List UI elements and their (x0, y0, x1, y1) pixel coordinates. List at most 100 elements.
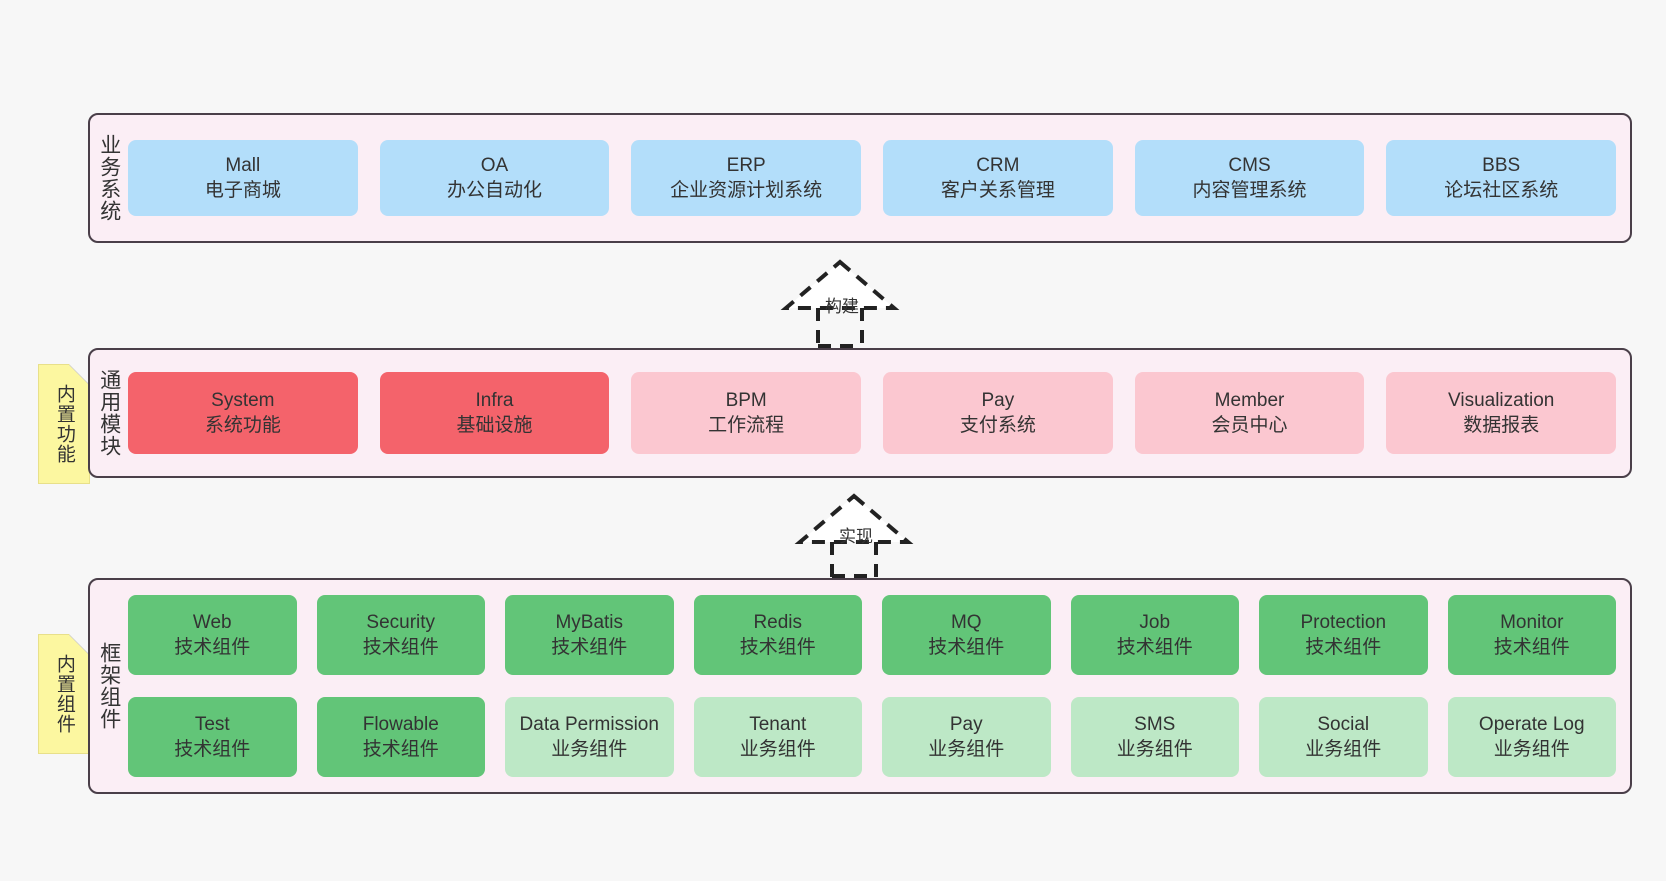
card-web-name: Web (192, 611, 232, 633)
card-mall[interactable]: Mall 电子商城 (128, 140, 358, 216)
card-mybatis-desc: 技术组件 (551, 637, 628, 658)
card-tenant-desc: 业务组件 (739, 739, 816, 760)
card-pay-component-name: Pay (949, 713, 983, 735)
card-monitor-name: Monitor (1500, 611, 1564, 633)
card-mq-name: MQ (950, 611, 982, 633)
card-flowable[interactable]: Flowable 技术组件 (316, 697, 485, 777)
card-security[interactable]: Security 技术组件 (316, 595, 485, 675)
card-social-name: Social (1317, 713, 1370, 735)
framework-tech-row: Web 技术组件 Security 技术组件 MyBatis 技术组件 Redi… (128, 595, 1616, 675)
layer-common-body: System 系统功能 Infra 基础设施 BPM 工作流程 Pay 支付系统… (128, 350, 1630, 476)
card-test[interactable]: Test 技术组件 (128, 697, 297, 777)
card-tenant-name: Tenant (749, 713, 807, 735)
card-operate-log[interactable]: Operate Log 业务组件 (1447, 697, 1616, 777)
card-data-permission[interactable]: Data Permission 业务组件 (505, 697, 674, 777)
card-infra-desc: 基础设施 (456, 415, 533, 436)
card-visualization[interactable]: Visualization 数据报表 (1386, 372, 1617, 454)
layer-business-system[interactable]: 业务系统 Mall 电子商城 OA 办公自动化 ERP 企业资源计划系统 CRM (88, 113, 1632, 243)
card-monitor-desc: 技术组件 (1493, 637, 1570, 658)
card-sms-desc: 业务组件 (1116, 739, 1193, 760)
card-member-desc: 会员中心 (1211, 415, 1288, 436)
card-mq[interactable]: MQ 技术组件 (882, 595, 1051, 675)
card-sms-name: SMS (1134, 713, 1176, 735)
card-erp[interactable]: ERP 企业资源计划系统 (631, 140, 862, 216)
card-erp-desc: 企业资源计划系统 (670, 180, 823, 201)
layer-framework-title: 框架组件 (97, 642, 121, 730)
card-system-desc: 系统功能 (204, 415, 281, 436)
card-oa[interactable]: OA 办公自动化 (379, 140, 610, 216)
card-visualization-desc: 数据报表 (1463, 415, 1540, 436)
card-mall-desc: 电子商城 (204, 180, 281, 201)
card-pay-module-desc: 支付系统 (959, 415, 1036, 436)
card-mybatis-name: MyBatis (555, 611, 624, 633)
arrow-head-build (780, 259, 900, 310)
card-test-desc: 技术组件 (174, 739, 251, 760)
note-builtin-function-label: 内置功能 (53, 384, 75, 464)
card-web-desc: 技术组件 (174, 637, 251, 658)
note-builtin-component[interactable]: 内置组件 (38, 634, 90, 754)
card-monitor[interactable]: Monitor 技术组件 (1447, 595, 1616, 675)
connector-build: 构建 (744, 256, 936, 348)
card-oa-name: OA (480, 154, 509, 176)
card-pay-module-name: Pay (981, 389, 1015, 411)
card-job-desc: 技术组件 (1116, 637, 1193, 658)
card-cms-desc: 内容管理系统 (1192, 180, 1307, 201)
common-card-row: System 系统功能 Infra 基础设施 BPM 工作流程 Pay 支付系统… (128, 372, 1617, 454)
card-system[interactable]: System 系统功能 (128, 372, 358, 454)
card-mybatis[interactable]: MyBatis 技术组件 (505, 595, 674, 675)
card-sms[interactable]: SMS 业务组件 (1070, 697, 1239, 777)
card-web[interactable]: Web 技术组件 (128, 595, 297, 675)
card-system-name: System (211, 389, 275, 411)
card-flowable-name: Flowable (362, 713, 439, 735)
layer-framework-component[interactable]: 框架组件 Web 技术组件 Security 技术组件 MyBatis 技术组件… (88, 578, 1632, 794)
card-infra[interactable]: Infra 基础设施 (379, 372, 610, 454)
card-security-name: Security (366, 611, 436, 633)
card-crm-name: CRM (976, 154, 1020, 176)
layer-business-title: 业务系统 (97, 134, 121, 222)
card-cms[interactable]: CMS 内容管理系统 (1134, 140, 1365, 216)
card-bbs-desc: 论坛社区系统 (1444, 180, 1559, 201)
card-data-permission-name: Data Permission (519, 713, 659, 735)
card-member[interactable]: Member 会员中心 (1134, 372, 1365, 454)
card-pay-component-desc: 业务组件 (928, 739, 1005, 760)
card-infra-name: Infra (475, 389, 514, 411)
connector-implement-label: 实现 (839, 527, 873, 546)
card-crm[interactable]: CRM 客户关系管理 (883, 140, 1113, 216)
card-pay-module[interactable]: Pay 支付系统 (883, 372, 1113, 454)
card-job[interactable]: Job 技术组件 (1070, 595, 1239, 675)
note-builtin-component-label: 内置组件 (53, 654, 75, 734)
card-bpm-name: BPM (725, 389, 767, 411)
card-operate-log-name: Operate Log (1478, 713, 1585, 735)
card-tenant[interactable]: Tenant 业务组件 (693, 697, 862, 777)
card-mq-desc: 技术组件 (928, 637, 1005, 658)
layer-framework-body: Web 技术组件 Security 技术组件 MyBatis 技术组件 Redi… (128, 580, 1630, 792)
card-pay-component[interactable]: Pay 业务组件 (882, 697, 1051, 777)
card-bpm-desc: 工作流程 (708, 415, 785, 436)
card-oa-desc: 办公自动化 (447, 180, 543, 201)
card-cms-name: CMS (1228, 154, 1271, 176)
card-redis-name: Redis (753, 611, 803, 633)
note-builtin-function[interactable]: 内置功能 (38, 364, 90, 484)
card-data-permission-desc: 业务组件 (551, 739, 628, 760)
framework-biz-row: Test 技术组件 Flowable 技术组件 Data Permission … (128, 697, 1616, 777)
layer-business-body: Mall 电子商城 OA 办公自动化 ERP 企业资源计划系统 CRM 客户关系… (128, 115, 1630, 241)
arrow-head-implement (794, 493, 914, 544)
card-social[interactable]: Social 业务组件 (1259, 697, 1428, 777)
card-crm-desc: 客户关系管理 (940, 180, 1055, 201)
card-test-name: Test (194, 713, 230, 735)
card-protection-name: Protection (1300, 611, 1387, 633)
card-mall-name: Mall (225, 154, 261, 176)
card-bpm[interactable]: BPM 工作流程 (631, 372, 862, 454)
connector-implement: 实现 (758, 490, 950, 578)
business-card-row: Mall 电子商城 OA 办公自动化 ERP 企业资源计划系统 CRM 客户关系… (128, 140, 1617, 216)
card-bbs[interactable]: BBS 论坛社区系统 (1386, 140, 1617, 216)
card-flowable-desc: 技术组件 (362, 739, 439, 760)
card-protection-desc: 技术组件 (1305, 637, 1382, 658)
card-member-name: Member (1214, 389, 1285, 411)
card-social-desc: 业务组件 (1305, 739, 1382, 760)
card-protection[interactable]: Protection 技术组件 (1259, 595, 1428, 675)
layer-common-module[interactable]: 通用模块 System 系统功能 Infra 基础设施 BPM 工作流程 Pay (88, 348, 1632, 478)
card-operate-log-desc: 业务组件 (1493, 739, 1570, 760)
card-redis[interactable]: Redis 技术组件 (693, 595, 862, 675)
